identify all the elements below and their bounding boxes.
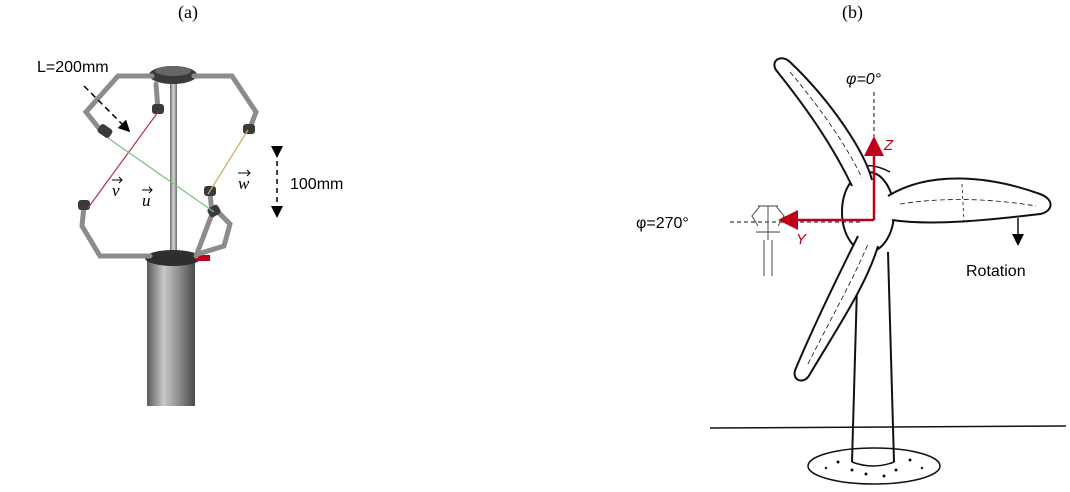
phi-270-label: φ=270°	[636, 215, 689, 232]
panel-label-b: (b)	[842, 2, 863, 22]
vector-arrow-v-icon	[112, 176, 123, 184]
axis-y-label: Y	[796, 231, 807, 248]
turbine-hub	[841, 171, 895, 253]
axis-u-label: u	[142, 191, 151, 210]
axis-w-label: w	[238, 174, 250, 193]
turbine-blade-lower	[793, 235, 879, 382]
height-label: 100mm	[290, 176, 343, 193]
axis-z-label: Z	[883, 137, 894, 154]
transducer-heads	[78, 104, 255, 218]
path-w-line	[207, 129, 249, 195]
rotation-label: Rotation	[966, 263, 1026, 280]
vector-arrow-u-icon	[142, 186, 153, 194]
turbine-drawing	[709, 57, 1067, 485]
turbine-blade-upper	[773, 57, 873, 187]
phi-zero-label: φ=0°	[846, 71, 882, 88]
turbine-blade-right	[887, 177, 1052, 224]
anemometer-drawing: L=200mm v u w 100mm	[37, 59, 343, 406]
axis-v-label: v	[112, 181, 120, 200]
turbine-base-plate	[807, 447, 941, 485]
path-length-label: L=200mm	[37, 59, 109, 76]
bottom-base	[145, 250, 201, 266]
central-rod	[170, 80, 177, 258]
transducer-arms	[79, 73, 259, 259]
path-u-line	[107, 137, 215, 213]
path-v-line	[87, 111, 159, 209]
panel-label-a: (a)	[178, 2, 198, 22]
small-anemometer-icon	[751, 205, 785, 276]
vector-arrow-w-icon	[238, 169, 251, 177]
ground-line	[709, 425, 1067, 429]
anemometer-mast	[147, 258, 195, 406]
